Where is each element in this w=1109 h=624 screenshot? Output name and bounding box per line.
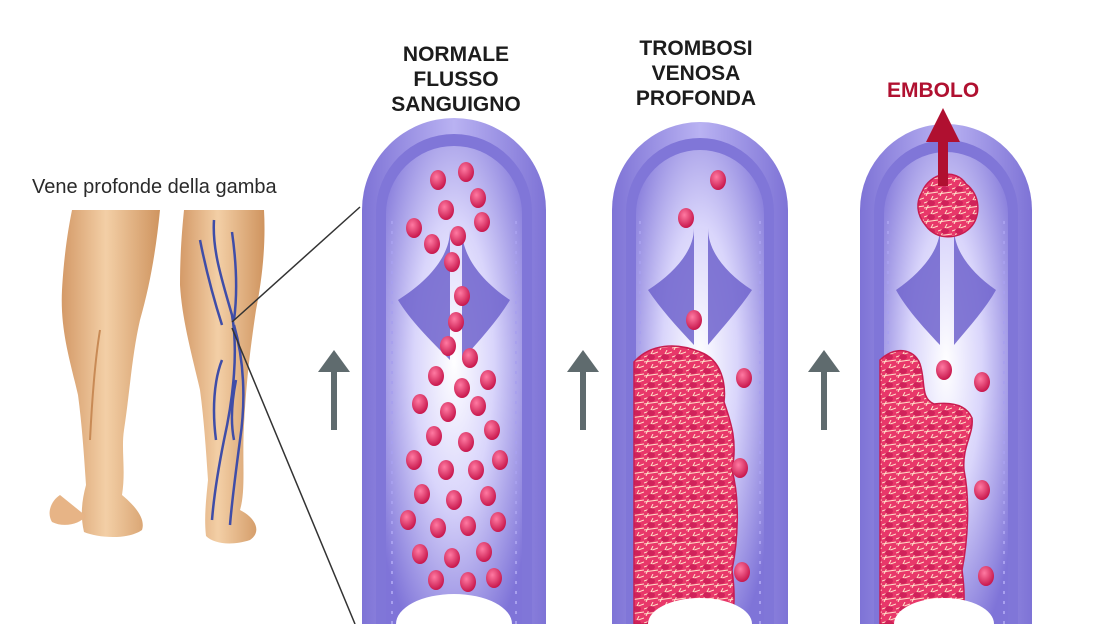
thrombus xyxy=(633,345,739,624)
panel-title-line: VENOSA xyxy=(651,62,741,85)
deep-veins xyxy=(198,219,245,526)
red-blood-cells xyxy=(400,162,508,592)
thrombus-remaining xyxy=(879,350,973,624)
embolo-label: EMBOLO xyxy=(887,79,980,102)
embolo-up-arrow-icon xyxy=(926,108,960,186)
flow-up-arrow-icon xyxy=(318,350,350,430)
panel-title-normal: NORMALE FLUSSO SANGUIGNO xyxy=(366,42,546,117)
legs-caption: Vene profonde della gamba xyxy=(32,176,277,198)
panel-title-dvt: TROMBOSI VENOSA PROFONDA xyxy=(606,36,786,111)
panel-title-line: SANGUIGNO xyxy=(391,93,521,116)
flow-up-arrow-icon xyxy=(567,350,599,430)
vein-normal-flow xyxy=(362,118,546,624)
left-leg xyxy=(61,210,160,537)
embolus xyxy=(917,173,979,238)
flow-up-arrow-icon xyxy=(808,350,840,430)
panel-title-line: NORMALE xyxy=(402,43,510,66)
panel-title-line: PROFONDA xyxy=(635,87,757,110)
panel-title-line: TROMBOSI xyxy=(639,37,753,60)
right-leg xyxy=(180,210,265,544)
vein-dvt xyxy=(612,122,788,624)
panel-title-line: FLUSSO xyxy=(413,68,499,91)
vein-embolus xyxy=(860,124,1032,624)
legs-illustration xyxy=(49,206,361,624)
